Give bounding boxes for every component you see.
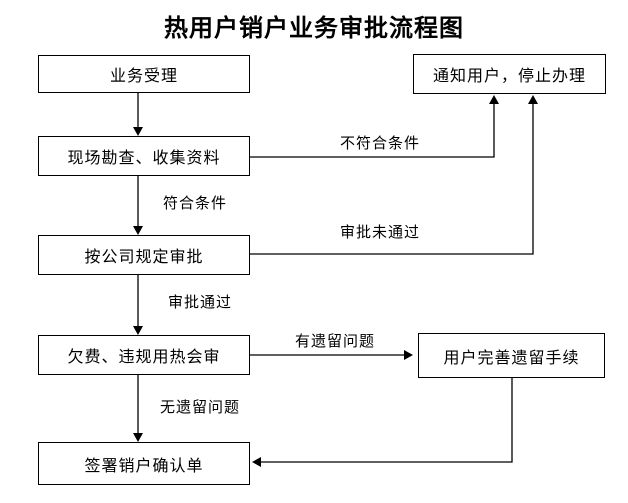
edge-complete-to-sign — [260, 378, 513, 463]
node-joint-review: 欠费、违规用热会审 — [38, 335, 250, 375]
node-label: 按公司规定审批 — [84, 249, 204, 266]
arrowhead-down-sign — [133, 433, 143, 442]
node-sign-confirmation: 签署销户确认单 — [38, 442, 250, 485]
arrowhead-up-notify-1 — [489, 95, 499, 104]
node-label: 现场勘查、收集资料 — [67, 150, 221, 167]
node-label: 欠费、违规用热会审 — [67, 349, 221, 366]
node-business-acceptance: 业务受理 — [38, 55, 250, 93]
node-label: 签署销户确认单 — [84, 457, 204, 475]
arrowhead-down-review — [133, 326, 143, 335]
arrowhead-down-survey — [133, 127, 143, 136]
edge-label-approval-passed: 审批通过 — [168, 291, 233, 312]
edge-label-qualified: 符合条件 — [163, 192, 228, 213]
arrowhead-up-notify-2 — [528, 95, 538, 104]
node-label: 业务受理 — [109, 68, 178, 85]
node-label: 用户完善遗留手续 — [443, 349, 580, 367]
edge-label-has-issues: 有遗留问题 — [295, 330, 376, 351]
arrowhead-right-complete — [404, 350, 413, 360]
edge-label-no-issues: 无遗留问题 — [160, 396, 241, 417]
edge-survey-to-notify — [250, 103, 495, 158]
node-complete-procedures: 用户完善遗留手续 — [418, 333, 605, 378]
edge-approve-to-notify — [250, 103, 534, 255]
edge-label-approval-failed: 审批未通过 — [340, 221, 421, 242]
arrowhead-left-sign — [252, 457, 261, 467]
node-company-approval: 按公司规定审批 — [38, 235, 250, 275]
node-label: 通知用户，停止办理 — [432, 68, 586, 85]
node-notify-user-stop: 通知用户，停止办理 — [413, 54, 606, 94]
edge-label-not-qualified: 不符合条件 — [340, 132, 421, 153]
arrowhead-down-approve — [133, 226, 143, 235]
node-site-survey: 现场勘查、收集资料 — [38, 136, 250, 176]
page-title: 热用户销户业务审批流程图 — [164, 16, 464, 42]
